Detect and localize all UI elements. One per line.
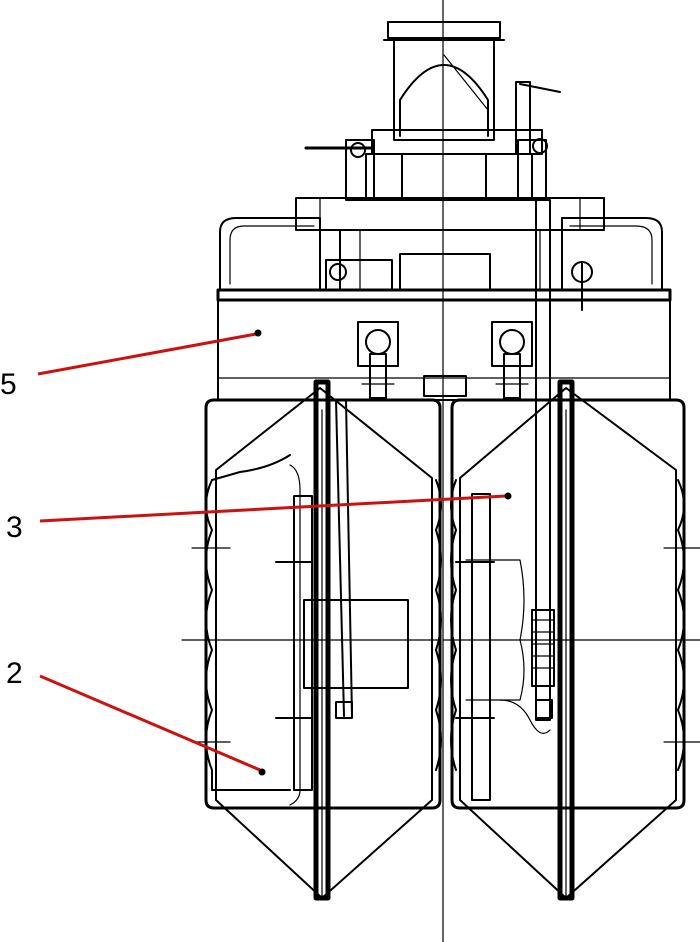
callout-5: 5	[0, 329, 262, 401]
upper-housing	[216, 288, 672, 401]
motor-housings	[219, 217, 663, 311]
shoulder-block	[295, 197, 605, 291]
top-head	[304, 21, 561, 201]
leader-line	[39, 674, 261, 772]
leader-dot	[258, 768, 266, 776]
callout-3: 3	[6, 492, 512, 544]
right-bucket	[443, 199, 700, 901]
leader-line	[37, 332, 257, 376]
callout-label: 2	[6, 657, 23, 690]
callout-label: 5	[0, 368, 17, 401]
callout-2: 2	[6, 657, 266, 776]
leader-line	[39, 494, 507, 523]
leader-dot	[504, 492, 512, 500]
callout-label: 3	[6, 511, 23, 544]
left-bucket	[181, 379, 442, 901]
leader-dot	[254, 329, 262, 337]
